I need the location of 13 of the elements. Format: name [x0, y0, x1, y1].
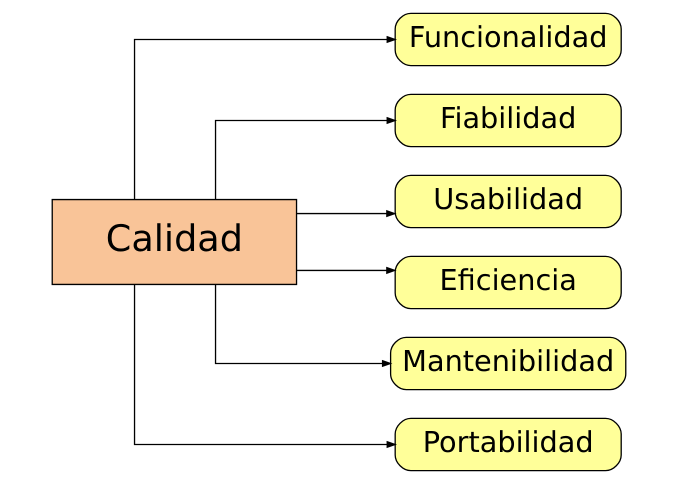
node-box: Mantenibilidad — [389, 336, 626, 390]
node-box: Usabilidad — [394, 174, 622, 228]
node-box: Portabilidad — [394, 418, 622, 472]
node-box: Funcionalidad — [394, 12, 622, 66]
arrow — [214, 116, 397, 200]
arrow — [296, 266, 396, 274]
arrow — [133, 284, 397, 448]
node-box: Fiabilidad — [394, 94, 622, 148]
arrow — [214, 284, 392, 368]
node-box: Calidad — [51, 198, 297, 286]
arrow — [296, 210, 396, 218]
arrow — [133, 36, 397, 200]
node-box: Eficiencia — [394, 256, 622, 310]
